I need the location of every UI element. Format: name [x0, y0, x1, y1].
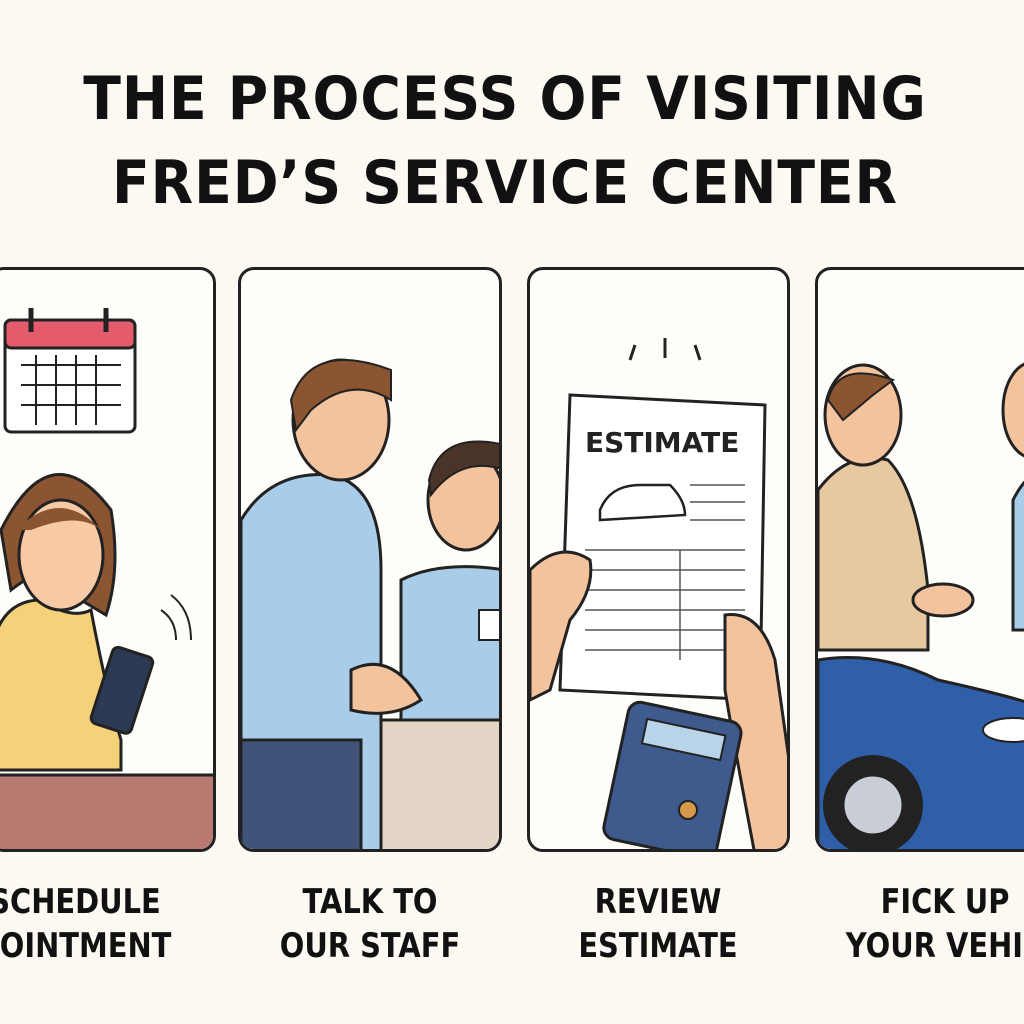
step-panel-pickup [815, 267, 1024, 852]
woman-figure [0, 472, 123, 772]
staff-figure [1001, 362, 1024, 632]
caption-line: OUR STAFF [279, 926, 461, 966]
customer-figure [241, 358, 424, 849]
calculator-icon [602, 700, 743, 849]
phone-icon [89, 594, 192, 735]
caption-line: REVIEW [594, 882, 722, 922]
pickup-illustration [818, 362, 1024, 849]
caption-line: YOUR VEHIC [845, 926, 1024, 966]
step-caption-schedule: SCHEDULE POINTMENT [0, 880, 203, 968]
talk-illustration [241, 358, 499, 849]
step-panel-talk [238, 267, 502, 852]
caption-line: ESTIMATE [578, 926, 738, 966]
step-caption-estimate: REVIEW ESTIMATE [531, 880, 786, 968]
caption-line: POINTMENT [0, 926, 172, 966]
desk [0, 773, 213, 849]
staff-figure [399, 440, 499, 722]
page-title-line-2: FRED’S SERVICE CENTER [112, 148, 898, 218]
calendar-icon [3, 308, 137, 434]
left-hand [530, 550, 593, 702]
car-sketch-icon [598, 483, 687, 522]
step-caption-pickup: FICK UP YOUR VEHIC [818, 880, 1024, 968]
customer-figure [818, 363, 930, 652]
caption-line: FICK UP [880, 882, 1010, 922]
page-title-line-1: THE PROCESS OF VISITING [83, 64, 927, 134]
step-panel-estimate: ESTIMATE [527, 267, 790, 852]
estimate-illustration: ESTIMATE [530, 338, 787, 849]
handshake [911, 582, 975, 618]
schedule-illustration [0, 308, 213, 849]
caption-line: SCHEDULE [0, 882, 161, 922]
estimate-heading: ESTIMATE [585, 426, 739, 459]
step-caption-talk: TALK TO OUR STAFF [243, 880, 498, 968]
caption-line: TALK TO [302, 882, 438, 922]
car-icon [818, 656, 1024, 849]
step-panel-schedule [0, 267, 216, 852]
